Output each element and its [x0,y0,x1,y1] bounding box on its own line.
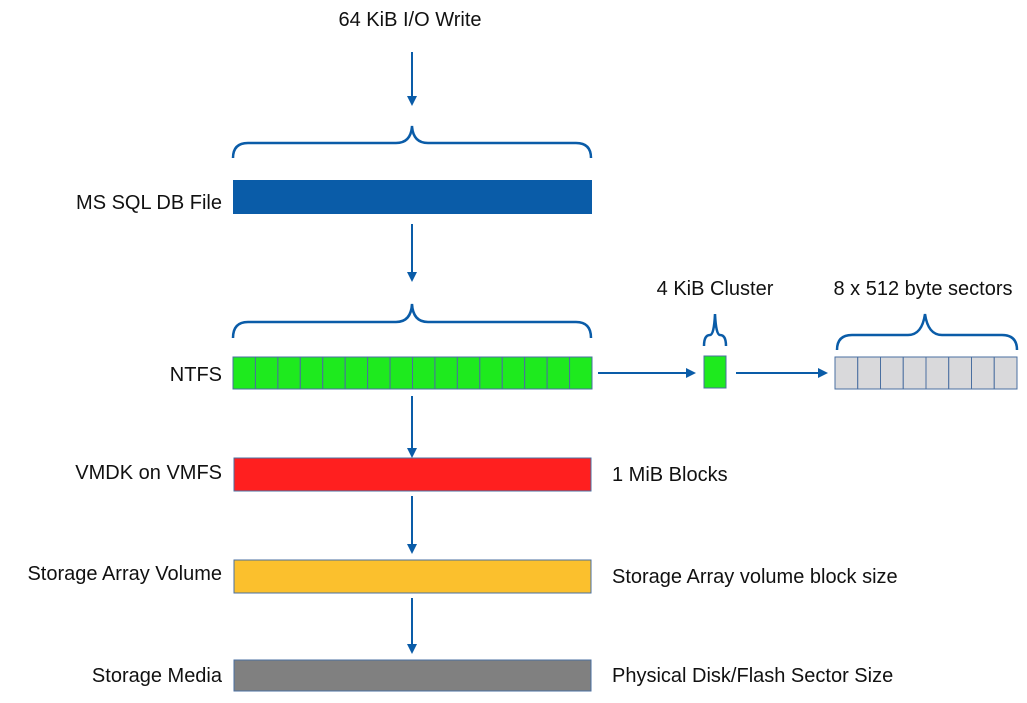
ms-sql-db-file-bar [233,180,592,214]
storage-array-volume-bar [233,559,592,594]
sector-cell-5 [925,356,950,390]
sectors-label: 8 x 512 byte sectors [833,278,1013,300]
ntfs-cluster-cell-3 [277,356,301,390]
ntfs-cluster-cell-15 [546,356,571,390]
ntfs-cluster-cell-16 [569,356,593,390]
sector-cell-1 [834,356,859,390]
ntfs-cluster-cell-4 [299,356,324,390]
brace-sectors [835,313,1019,351]
note-1-mib-blocks: 1 MiB Blocks [612,464,728,486]
layer-label-storage-array-volume: Storage Array Volume [27,563,222,585]
layer-label-vmdk-on-vmfs: VMDK on VMFS [75,462,222,484]
sector-cell-3 [880,356,904,390]
sector-cell-2 [857,356,881,390]
cluster-block [703,355,727,389]
sector-cell-4 [902,356,927,390]
ntfs-bar [232,356,593,390]
sector-cell-8 [993,356,1018,390]
layer-label-ntfs: NTFS [169,364,222,386]
vmdk-on-vmfs-bar [233,457,592,492]
sector-cell-7 [971,356,995,390]
io-write-title: 64 KiB I/O Write [338,9,482,31]
layer-label-ms-sql-db-file: MS SQL DB File [76,192,222,214]
note-physical-sector-size: Physical Disk/Flash Sector Size [612,665,894,687]
sector-cell-6 [948,356,972,390]
sectors-bar [834,356,1018,390]
brace-top [231,125,593,159]
ntfs-cluster-cell-14 [524,356,548,390]
storage-media-bar [233,659,592,692]
ntfs-cluster-cell-12 [479,356,503,390]
ntfs-cluster-cell-11 [456,356,481,390]
ntfs-cluster-cell-10 [434,356,458,390]
ntfs-cluster-cell-5 [322,356,346,390]
layer-label-storage-media: Storage Media [91,665,222,687]
cluster-label: 4 KiB Cluster [656,278,774,300]
brace-cluster [702,313,728,347]
ntfs-cluster-cell-1 [232,356,256,390]
ntfs-cluster-cell-13 [501,356,526,390]
ntfs-cluster-cell-6 [344,356,369,390]
ntfs-cluster-cell-8 [389,356,413,390]
brace-ntfs [231,303,593,339]
ntfs-cluster-cell-2 [254,356,279,390]
note-storage-array-volume-block-size: Storage Array volume block size [612,566,898,588]
ntfs-cluster-cell-9 [412,356,436,390]
ntfs-cluster-cell-7 [367,356,391,390]
